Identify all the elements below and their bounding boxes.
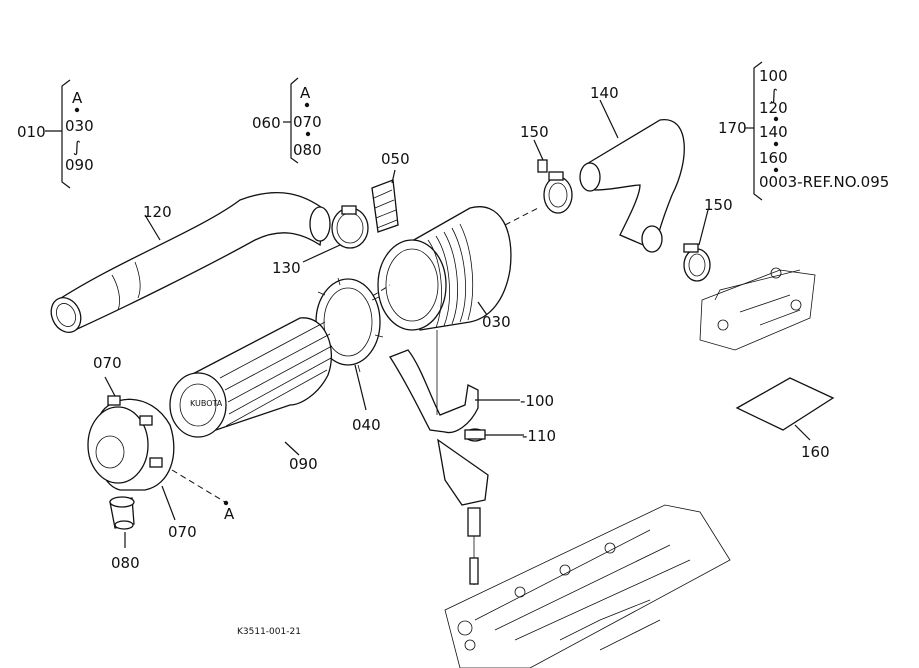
bracket-060-top: A <box>300 84 311 102</box>
bracket-010-line <box>61 79 71 189</box>
label-030: 030 <box>482 313 511 331</box>
air-cleaner-body-030: 030 <box>377 206 512 331</box>
bracket-170-tilde: ∫ <box>770 86 778 104</box>
bracket-060-group: 060 A 070 080 <box>252 77 322 164</box>
gasket-040: 040 <box>312 277 384 434</box>
label-170: 170 <box>718 119 747 137</box>
label-A: A <box>224 505 235 523</box>
bracket-010-bottom: 090 <box>65 156 94 174</box>
label-130: 130 <box>272 259 301 277</box>
label-120: 120 <box>143 203 172 221</box>
hose-120: 120 <box>50 192 331 334</box>
pipe-140: 140 <box>579 84 685 253</box>
stud-bolt <box>467 507 481 585</box>
mount-bracket-100: -100 <box>389 330 554 506</box>
label-060: 060 <box>252 114 281 132</box>
svg-text:KUBOTA: KUBOTA <box>190 399 223 408</box>
label-160: 160 <box>801 443 830 461</box>
bracket-170-v4: 160 <box>759 149 788 167</box>
bracket-010-tilde: ∫ <box>73 138 81 156</box>
engine-block <box>444 504 731 668</box>
clamp-150-lower: 150 <box>683 196 733 282</box>
label-010: 010 <box>17 123 46 141</box>
clamp-150-upper: 150 <box>520 123 573 214</box>
bracket-010-mid: 030 <box>65 117 94 135</box>
label-080: 080 <box>111 554 140 572</box>
label-040: 040 <box>352 416 381 434</box>
clamp-130: 130 <box>272 205 369 277</box>
bracket-060-line <box>290 77 299 164</box>
filter-element-090: KUBOTA 090 <box>169 317 333 473</box>
diagram-code: K3511-001-21 <box>237 627 301 637</box>
label-050: 050 <box>381 150 410 168</box>
bracket-170-group: 170 100 ∫ 120 140 160 0003-REF.NO.095 <box>718 61 889 201</box>
bracket-170-v1: 100 <box>759 67 788 85</box>
label-140: 140 <box>590 84 619 102</box>
label-070-upper: 070 <box>93 354 122 372</box>
dust-valve-080: 080 <box>109 496 140 572</box>
sheet-160: 160 <box>735 377 835 461</box>
bracket-170-v3: 140 <box>759 123 788 141</box>
intake-manifold <box>699 267 816 351</box>
nut-110: -110 <box>464 427 556 445</box>
bracket-170-v5: 0003-REF.NO.095 <box>759 173 889 191</box>
label-070-lower: 070 <box>168 523 197 541</box>
bracket-010-top: A <box>72 89 83 107</box>
bracket-170-v2: 120 <box>759 99 788 117</box>
bracket-060-mid: 070 <box>293 113 322 131</box>
label-110: -110 <box>522 427 556 445</box>
label-100: -100 <box>520 392 554 410</box>
label-150-upper: 150 <box>520 123 549 141</box>
label-090: 090 <box>289 455 318 473</box>
bracket-170-line <box>753 61 763 201</box>
bracket-060-bottom: 080 <box>293 141 322 159</box>
bracket-010-group: 010 A 030 ∫ 090 <box>17 79 94 189</box>
label-150-lower: 150 <box>704 196 733 214</box>
element-050: 050 <box>371 150 410 233</box>
cover-070: 070 070 A <box>87 354 235 541</box>
